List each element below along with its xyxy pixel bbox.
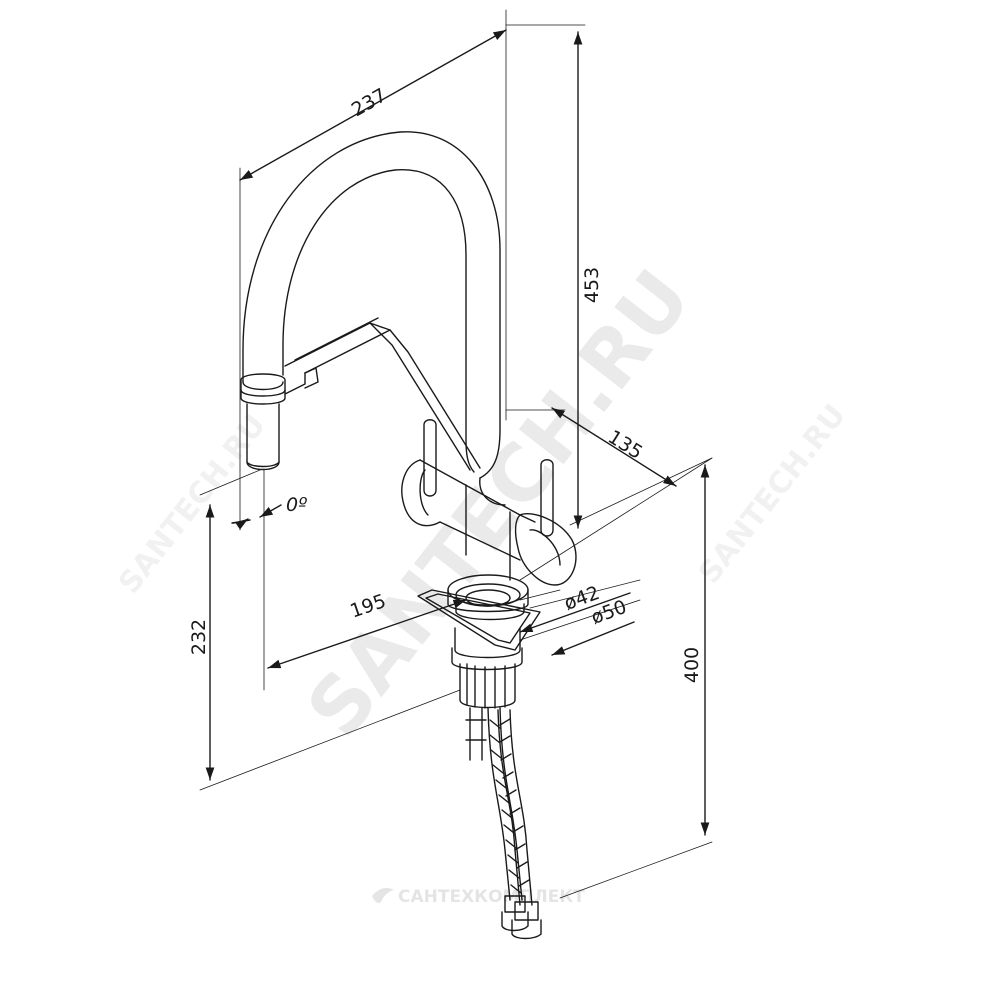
dim-line-diameter-base bbox=[551, 621, 635, 656]
dim-line-spout-offset bbox=[267, 599, 467, 669]
dim-line-outlet-angle bbox=[231, 504, 282, 530]
handle-right-lever bbox=[540, 459, 554, 537]
spout-holder-bracket bbox=[284, 317, 481, 471]
watermark-footer: САНТЕХКОМПЛЕКТ bbox=[372, 887, 585, 907]
svg-text:SANTECH.RU: SANTECH.RU bbox=[692, 398, 853, 590]
label-total-height: 453 bbox=[581, 267, 603, 303]
supply-hoses bbox=[465, 707, 542, 940]
label-outlet-height: 232 bbox=[188, 619, 210, 655]
dim-line-handle-depth bbox=[551, 407, 677, 487]
svg-text:SANTECH.RU: SANTECH.RU bbox=[112, 408, 273, 600]
watermark-side-right: SANTECH.RU bbox=[692, 398, 853, 590]
faucet-spout bbox=[242, 131, 501, 479]
dim-line-spout-reach bbox=[239, 29, 507, 181]
svg-text:САНТЕХКОМПЛЕКТ: САНТЕХКОМПЛЕКТ bbox=[398, 887, 585, 907]
watermark-side-left: SANTECH.RU bbox=[112, 408, 273, 600]
company-logo-icon bbox=[372, 888, 394, 904]
label-hose-length: 400 bbox=[681, 647, 703, 683]
dim-line-diameter-top bbox=[519, 592, 631, 633]
pull-out-head bbox=[240, 373, 286, 471]
handle-left-lever bbox=[423, 419, 437, 497]
extension-lines bbox=[199, 9, 713, 899]
label-outlet-angle: 0º bbox=[286, 494, 307, 516]
